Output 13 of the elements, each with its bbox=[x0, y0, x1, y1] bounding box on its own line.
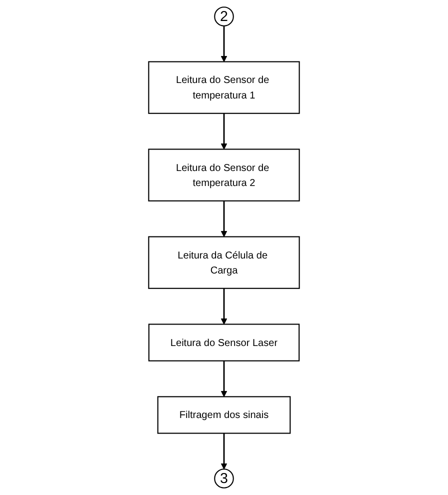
node-box: Leitura do Sensor Laser bbox=[148, 324, 300, 362]
node-box: Leitura do Sensor de temperatura 1 bbox=[148, 61, 300, 114]
node-box: Leitura do Sensor de temperatura 2 bbox=[148, 148, 300, 202]
arrow bbox=[220, 433, 228, 470]
arrow bbox=[220, 26, 228, 62]
arrow bbox=[220, 288, 228, 325]
arrow bbox=[220, 360, 228, 397]
node-circle: 2 bbox=[214, 6, 234, 26]
arrow bbox=[220, 113, 228, 150]
arrow bbox=[220, 200, 228, 238]
node-box: Filtragem dos sinais bbox=[157, 396, 291, 434]
node-circle: 3 bbox=[214, 468, 234, 488]
node-box: Leitura da Célula de Carga bbox=[148, 236, 300, 289]
